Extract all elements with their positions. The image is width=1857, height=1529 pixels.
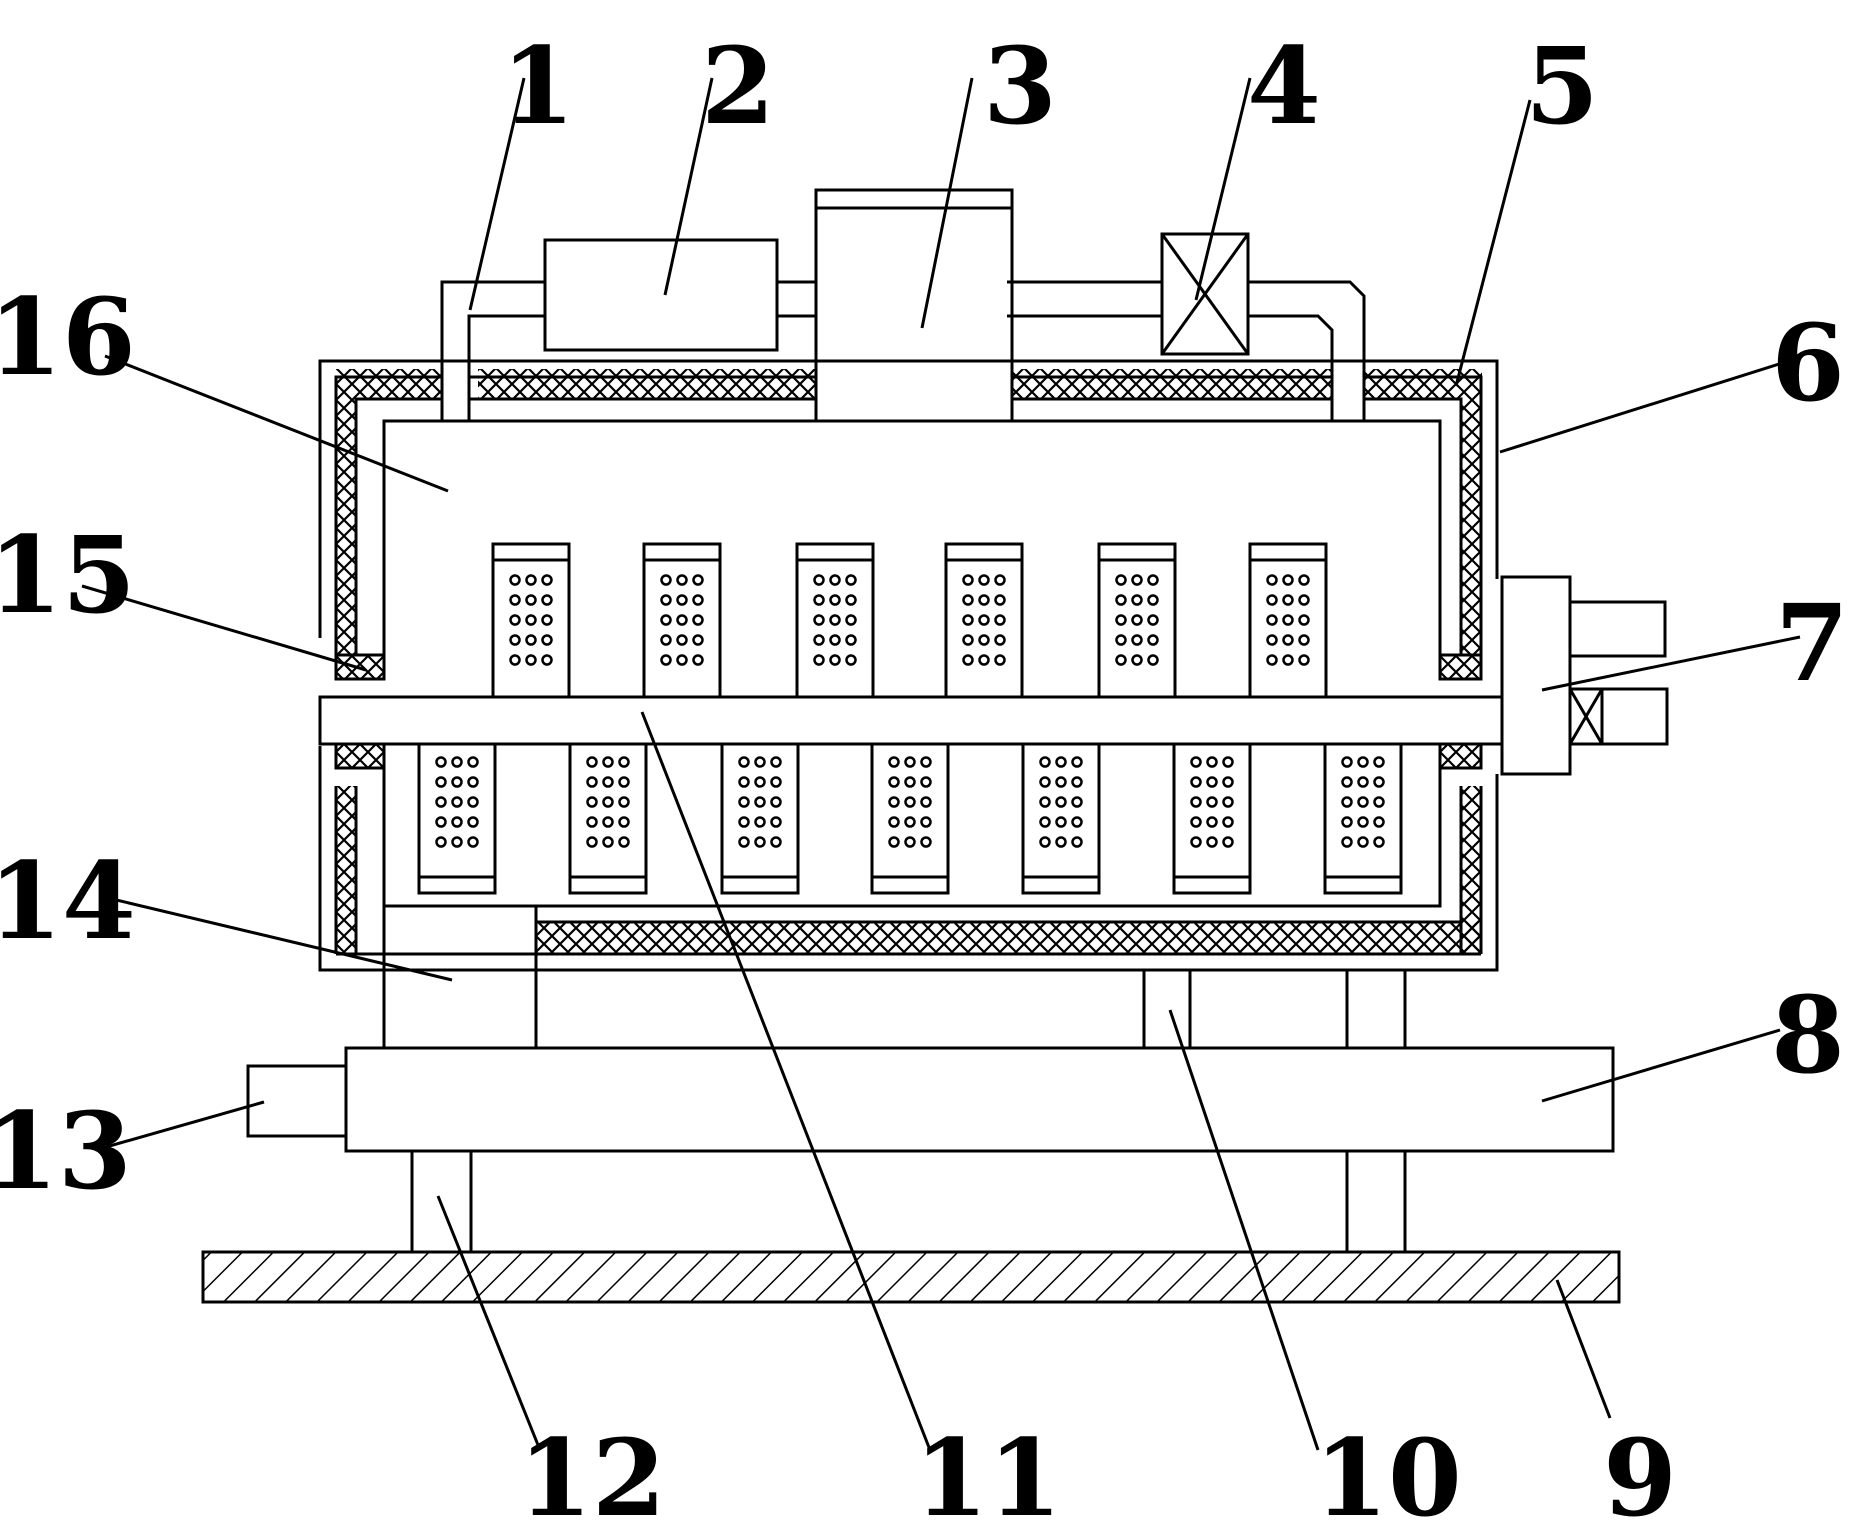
fan-box [543, 238, 779, 352]
bearing-icon [334, 653, 1483, 770]
feed-hopper [814, 188, 1014, 423]
paddle-blade [1323, 742, 1403, 895]
callout-label-3: 3 [983, 23, 1057, 148]
base-plate [201, 1250, 1621, 1304]
outlet-nozzle [246, 1064, 348, 1138]
callout-label-15: 15 [0, 512, 136, 637]
callout-labels: 1 2 3 4 5 6 7 8 9 10 11 12 13 14 15 16 [0, 23, 1849, 1529]
paddle-blade [642, 542, 722, 699]
paddle-blade [1248, 542, 1328, 699]
callout-label-13: 13 [0, 1088, 132, 1213]
support-leg [1142, 970, 1407, 1048]
inner-drum [382, 419, 1442, 908]
valve-icon [1160, 232, 1250, 356]
callout-label-8: 8 [1771, 972, 1845, 1097]
paddle-blade [1021, 742, 1101, 895]
outer-housing [318, 359, 1499, 972]
callout-label-10: 10 [1314, 1415, 1462, 1529]
callout-label-14: 14 [0, 838, 136, 963]
callout-label-9: 9 [1603, 1415, 1677, 1529]
callout-label-11: 11 [914, 1415, 1062, 1529]
leader-lines [81, 77, 1801, 1451]
paddle-blade [417, 742, 497, 895]
callout-label-12: 12 [518, 1415, 666, 1529]
paddle-blade [568, 742, 648, 895]
paddle-group [417, 542, 1403, 895]
paddle-blade [491, 542, 571, 699]
callout-label-4: 4 [1247, 23, 1321, 148]
callout-label-6: 6 [1771, 300, 1845, 425]
paddle-blade [944, 542, 1024, 699]
paddle-blade [870, 742, 950, 895]
discharge-chute [382, 904, 538, 1048]
callout-label-1: 1 [501, 23, 575, 148]
callout-label-2: 2 [701, 23, 775, 148]
circulation-pipe [440, 280, 1366, 421]
drive-motor [1500, 575, 1669, 776]
callout-label-5: 5 [1525, 23, 1599, 148]
paddle-blade [1097, 542, 1177, 699]
callout-label-7: 7 [1775, 580, 1849, 705]
base-leg [410, 1151, 1407, 1252]
paddle-blade [720, 742, 800, 895]
rotating-shaft [318, 695, 1504, 746]
paddle-blade [795, 542, 875, 699]
paddle-blade [1172, 742, 1252, 895]
callout-label-16: 16 [0, 274, 136, 399]
collection-tank [344, 1046, 1615, 1153]
